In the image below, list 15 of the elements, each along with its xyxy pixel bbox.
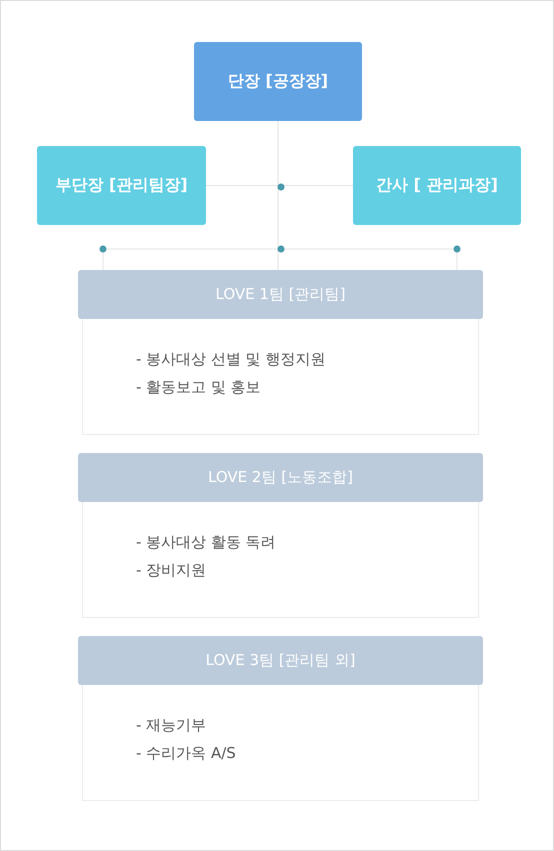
duty-text: - 봉사대상 선별 및 행정지원 bbox=[136, 349, 326, 370]
duty-text: - 봉사대상 활동 독려 bbox=[136, 532, 277, 553]
team-header: LOVE 3팀 [관리팀 외] bbox=[78, 636, 483, 685]
duty-text: - 수리가옥 A/S bbox=[136, 743, 237, 764]
team-duties-box bbox=[82, 319, 479, 435]
duty-text: - 활동보고 및 홍보 bbox=[136, 377, 262, 398]
team-header: LOVE 2팀 [노동조합] bbox=[78, 453, 483, 502]
team-header: LOVE 1팀 [관리팀] bbox=[78, 270, 483, 319]
secretary-box: 간사 [ 관리과장] bbox=[353, 146, 521, 225]
deputy-box: 부단장 [관리팀장] bbox=[37, 146, 206, 225]
team-duties-box bbox=[82, 685, 479, 801]
leader-box: 단장 [공장장] bbox=[194, 42, 362, 121]
team-duties-box bbox=[82, 502, 479, 618]
duty-text: - 재능기부 bbox=[136, 715, 208, 736]
duty-text: - 장비지원 bbox=[136, 560, 208, 581]
